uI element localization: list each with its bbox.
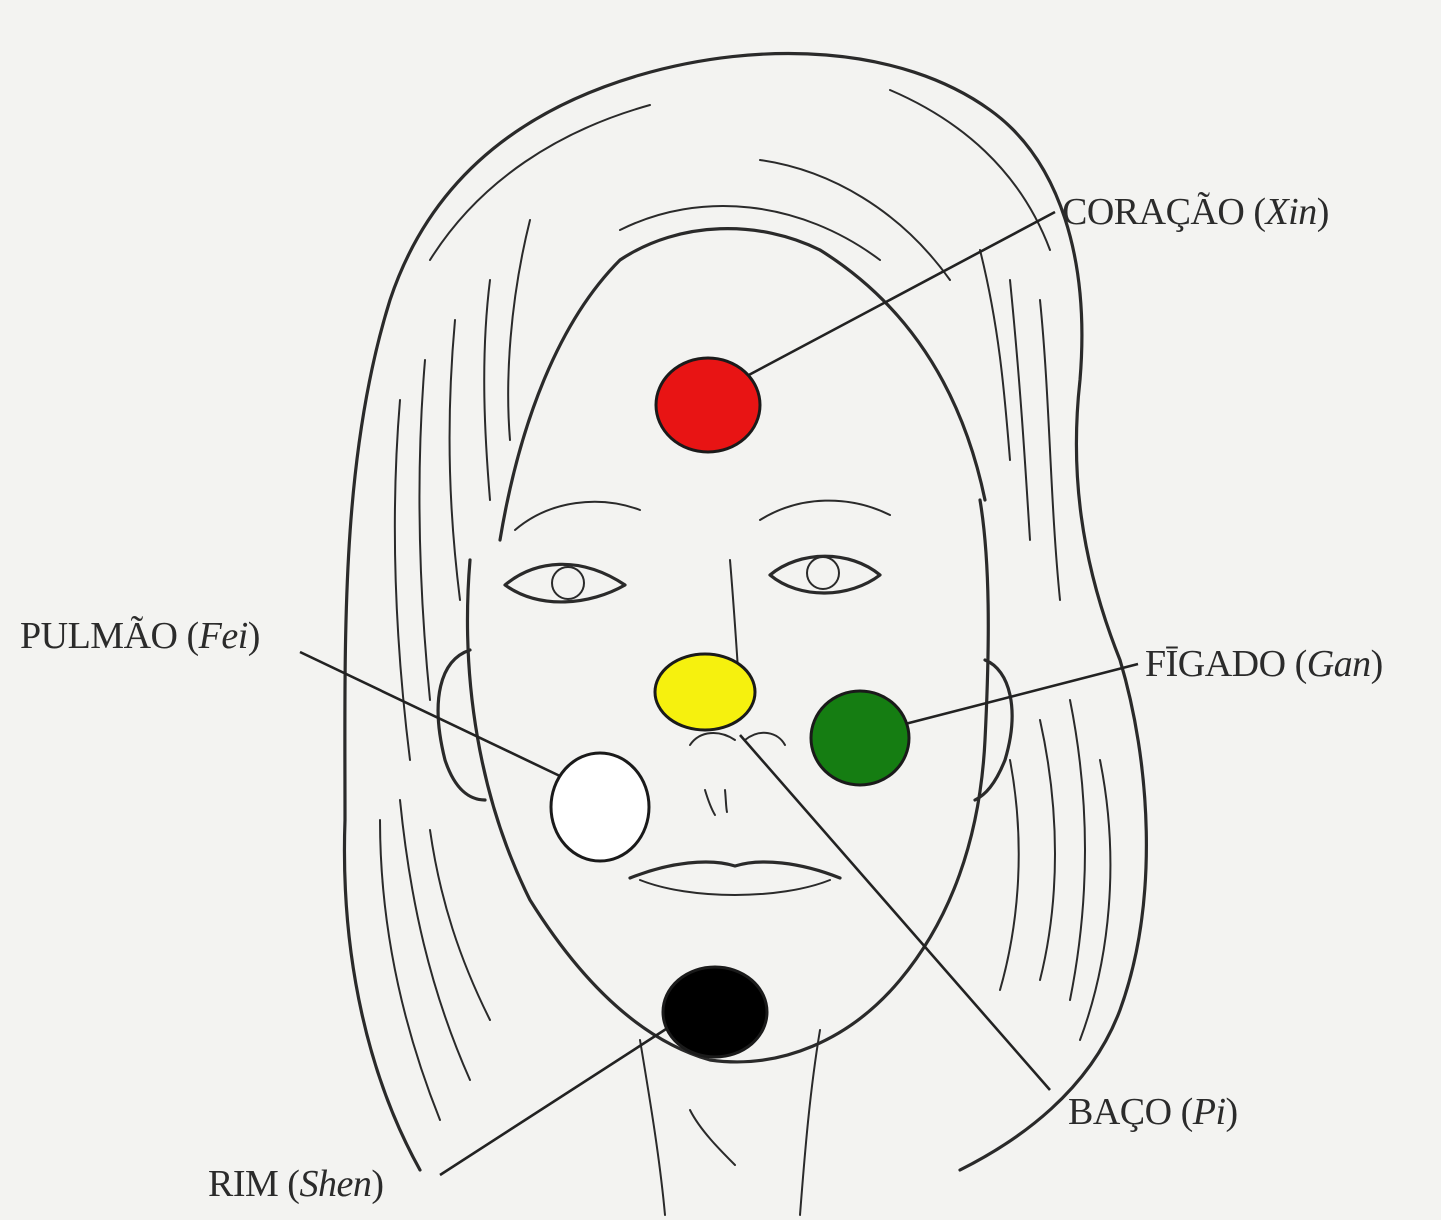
kidney-organ-name: RIM bbox=[208, 1163, 278, 1205]
lung-leader-line bbox=[300, 652, 562, 777]
kidney-leader-line bbox=[440, 1020, 680, 1175]
liver-organ-name: FĪGADO bbox=[1145, 643, 1286, 685]
lung-dot bbox=[551, 753, 649, 861]
kidney-pinyin: Shen bbox=[299, 1163, 371, 1205]
lung-pinyin: Fei bbox=[199, 615, 248, 657]
spleen-organ-name: BAÇO bbox=[1068, 1091, 1172, 1133]
liver-dot bbox=[811, 691, 909, 785]
liver-leader-line bbox=[905, 664, 1138, 724]
kidney-label: RIM (Shen) bbox=[208, 1162, 383, 1206]
lung-organ-name: PULMÃO bbox=[20, 615, 177, 657]
lung-label: PULMÃO (Fei) bbox=[20, 614, 260, 658]
spleen-pinyin: Pi bbox=[1193, 1091, 1226, 1133]
kidney-dot bbox=[663, 967, 767, 1057]
heart-organ-name: CORAÇÃO bbox=[1062, 191, 1244, 233]
heart-dot bbox=[656, 358, 760, 452]
heart-pinyin: Xin bbox=[1265, 191, 1316, 233]
spleen-leader-line bbox=[740, 735, 1050, 1090]
liver-label: FĪGADO (Gan) bbox=[1145, 642, 1383, 686]
liver-pinyin: Gan bbox=[1307, 643, 1371, 685]
heart-label: CORAÇÃO (Xin) bbox=[1062, 190, 1329, 234]
spleen-label: BAÇO (Pi) bbox=[1068, 1090, 1238, 1134]
spleen-dot bbox=[655, 654, 755, 730]
